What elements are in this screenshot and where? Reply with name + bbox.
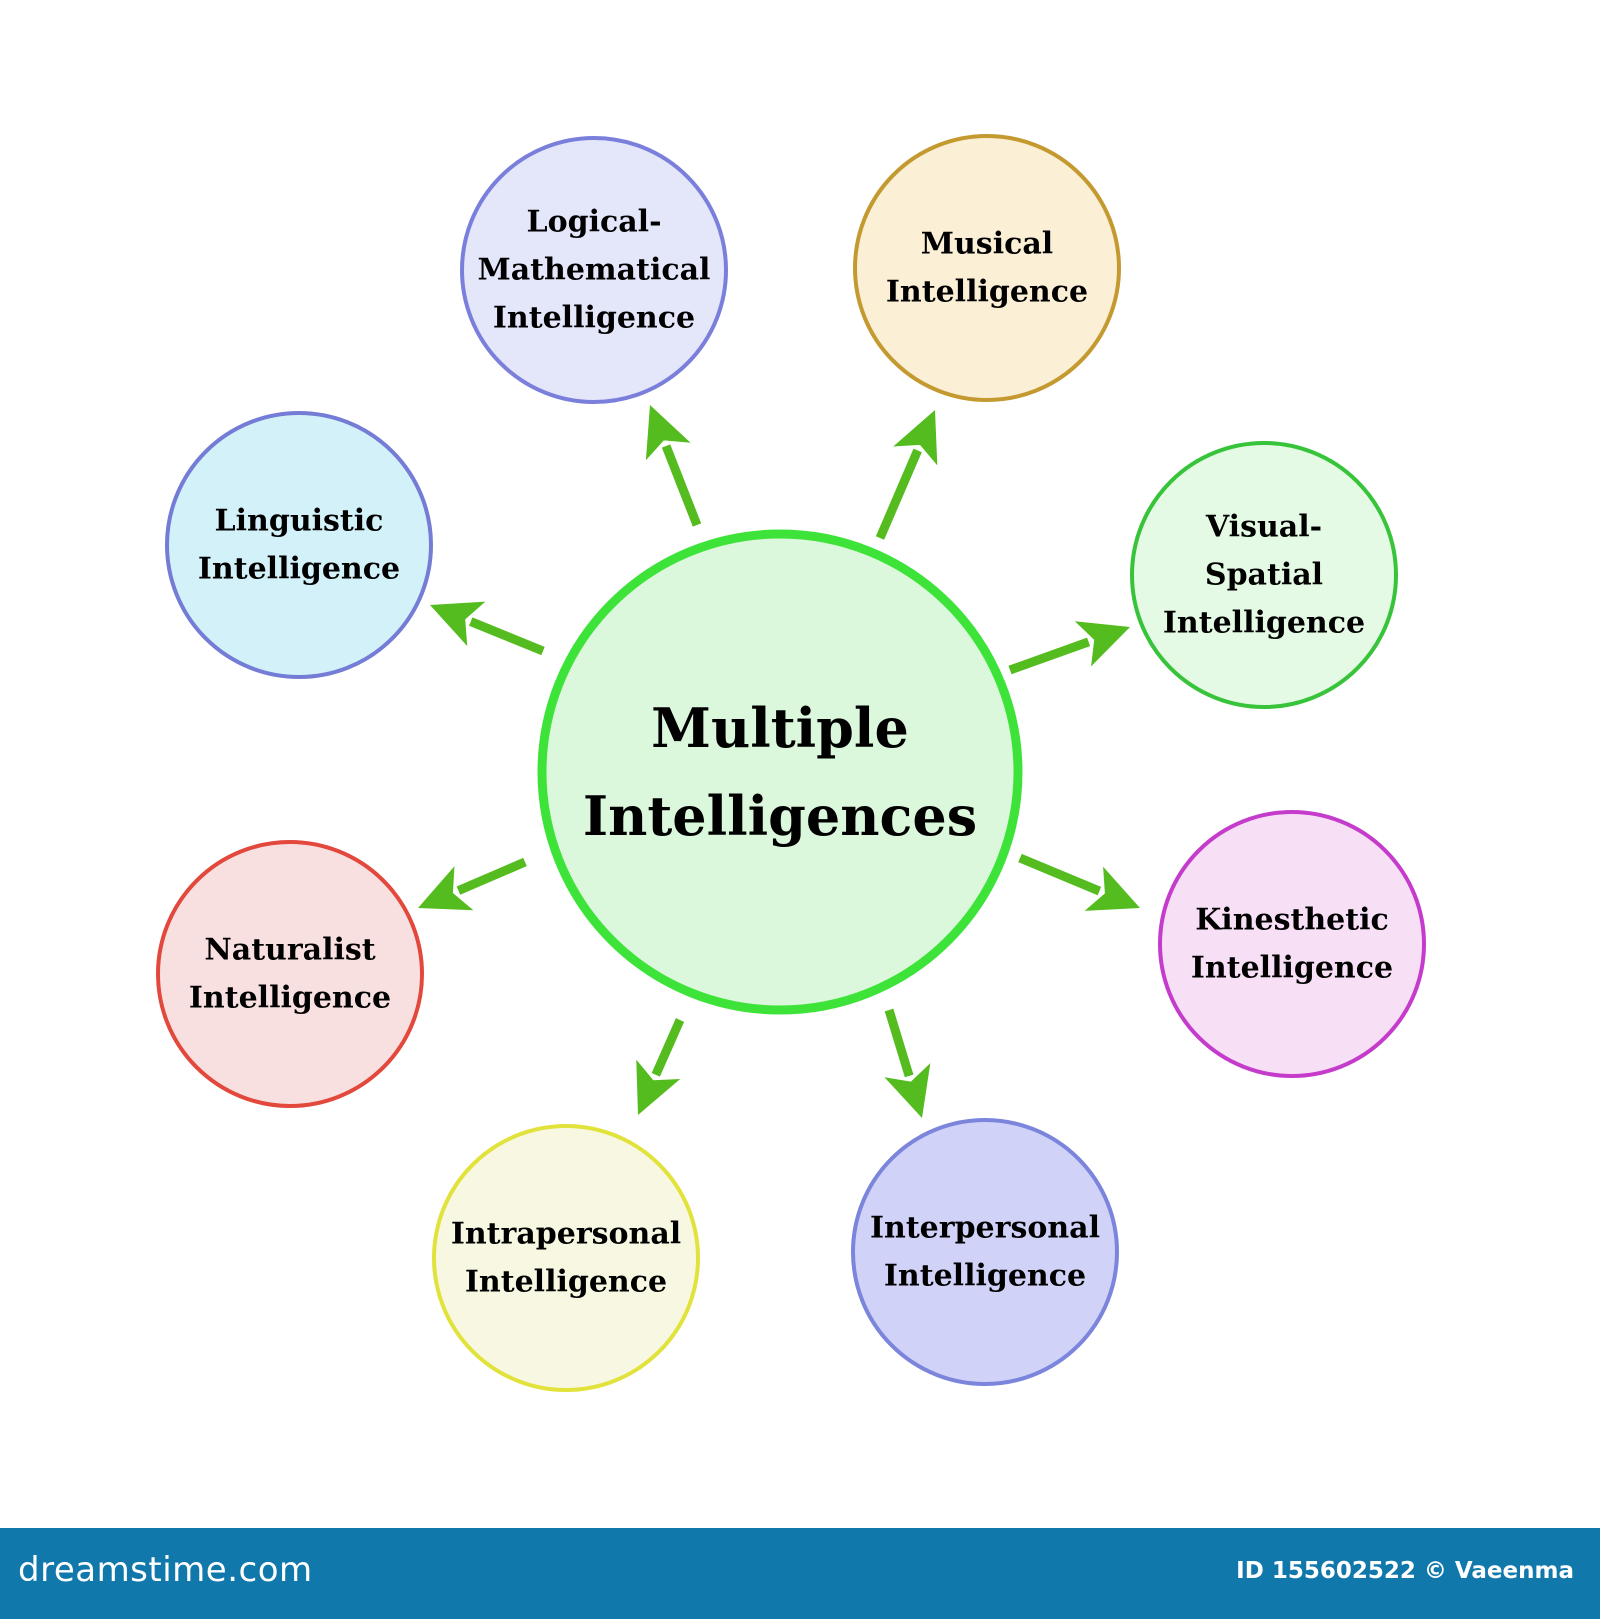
node-intrapersonal-label-line-2: Intelligence <box>465 1265 667 1300</box>
node-logical-mathematical-label-line-1: Logical- <box>526 205 661 240</box>
node-interpersonal-label-line-1: Interpersonal <box>870 1211 1100 1246</box>
node-interpersonal-circle <box>851 1118 1119 1386</box>
arrow-musical <box>875 410 938 540</box>
footer-brand: dreamstime.com <box>18 1550 313 1590</box>
arrow-linguistic <box>430 601 545 656</box>
node-visual-spatial-label-line-2: Spatial <box>1205 558 1323 593</box>
node-kinesthetic-label-line-1: Kinesthetic <box>1195 903 1389 938</box>
node-kinesthetic-circle <box>1158 810 1426 1078</box>
node-interpersonal-label-line-2: Intelligence <box>884 1259 1086 1294</box>
arrow-interpersonal <box>884 1008 931 1118</box>
node-musical-circle <box>853 134 1121 402</box>
node-visual-spatial-circle <box>1130 441 1398 709</box>
node-naturalist-circle <box>156 840 424 1108</box>
center-circle <box>537 529 1023 1015</box>
nodes-layer: Logical-MathematicalIntelligenceMusicalI… <box>156 134 1426 1392</box>
node-logical-mathematical-label-line-3: Intelligence <box>493 301 695 336</box>
footer-credit: ID 155602522 © Vaeenma <box>1236 1558 1574 1584</box>
node-intrapersonal-label-line-1: Intrapersonal <box>451 1217 681 1252</box>
node-musical-label-line-1: Musical <box>921 227 1053 262</box>
node-logical-mathematical-label-line-2: Mathematical <box>478 253 711 288</box>
node-naturalist-label-line-1: Naturalist <box>204 933 375 968</box>
node-musical-label-line-2: Intelligence <box>886 275 1088 310</box>
node-linguistic-label-line-1: Linguistic <box>215 504 384 539</box>
arrow-kinesthetic <box>1018 853 1140 911</box>
node-naturalist-label-line-2: Intelligence <box>189 981 391 1016</box>
node-visual-spatial-label-line-3: Intelligence <box>1163 606 1365 641</box>
node-kinesthetic-label-line-2: Intelligence <box>1191 951 1393 986</box>
node-intrapersonal-circle <box>432 1124 700 1392</box>
node-visual-spatial-label-line-1: Visual- <box>1205 510 1322 545</box>
footer-bar: dreamstime.com ID 155602522 © Vaeenma <box>0 1528 1600 1619</box>
center-title-line-2: Intelligences <box>583 784 977 848</box>
node-logical-mathematical-circle <box>460 136 728 404</box>
arrow-logical-mathematical <box>645 405 702 527</box>
node-linguistic-label-line-2: Intelligence <box>198 552 400 587</box>
center-title-line-1: Multiple <box>651 696 909 760</box>
node-linguistic-circle <box>165 411 433 679</box>
arrow-naturalist <box>418 857 527 911</box>
arrow-intrapersonal <box>636 1018 685 1115</box>
arrow-visual-spatial <box>1008 621 1130 675</box>
arrows-layer <box>418 405 1140 1118</box>
